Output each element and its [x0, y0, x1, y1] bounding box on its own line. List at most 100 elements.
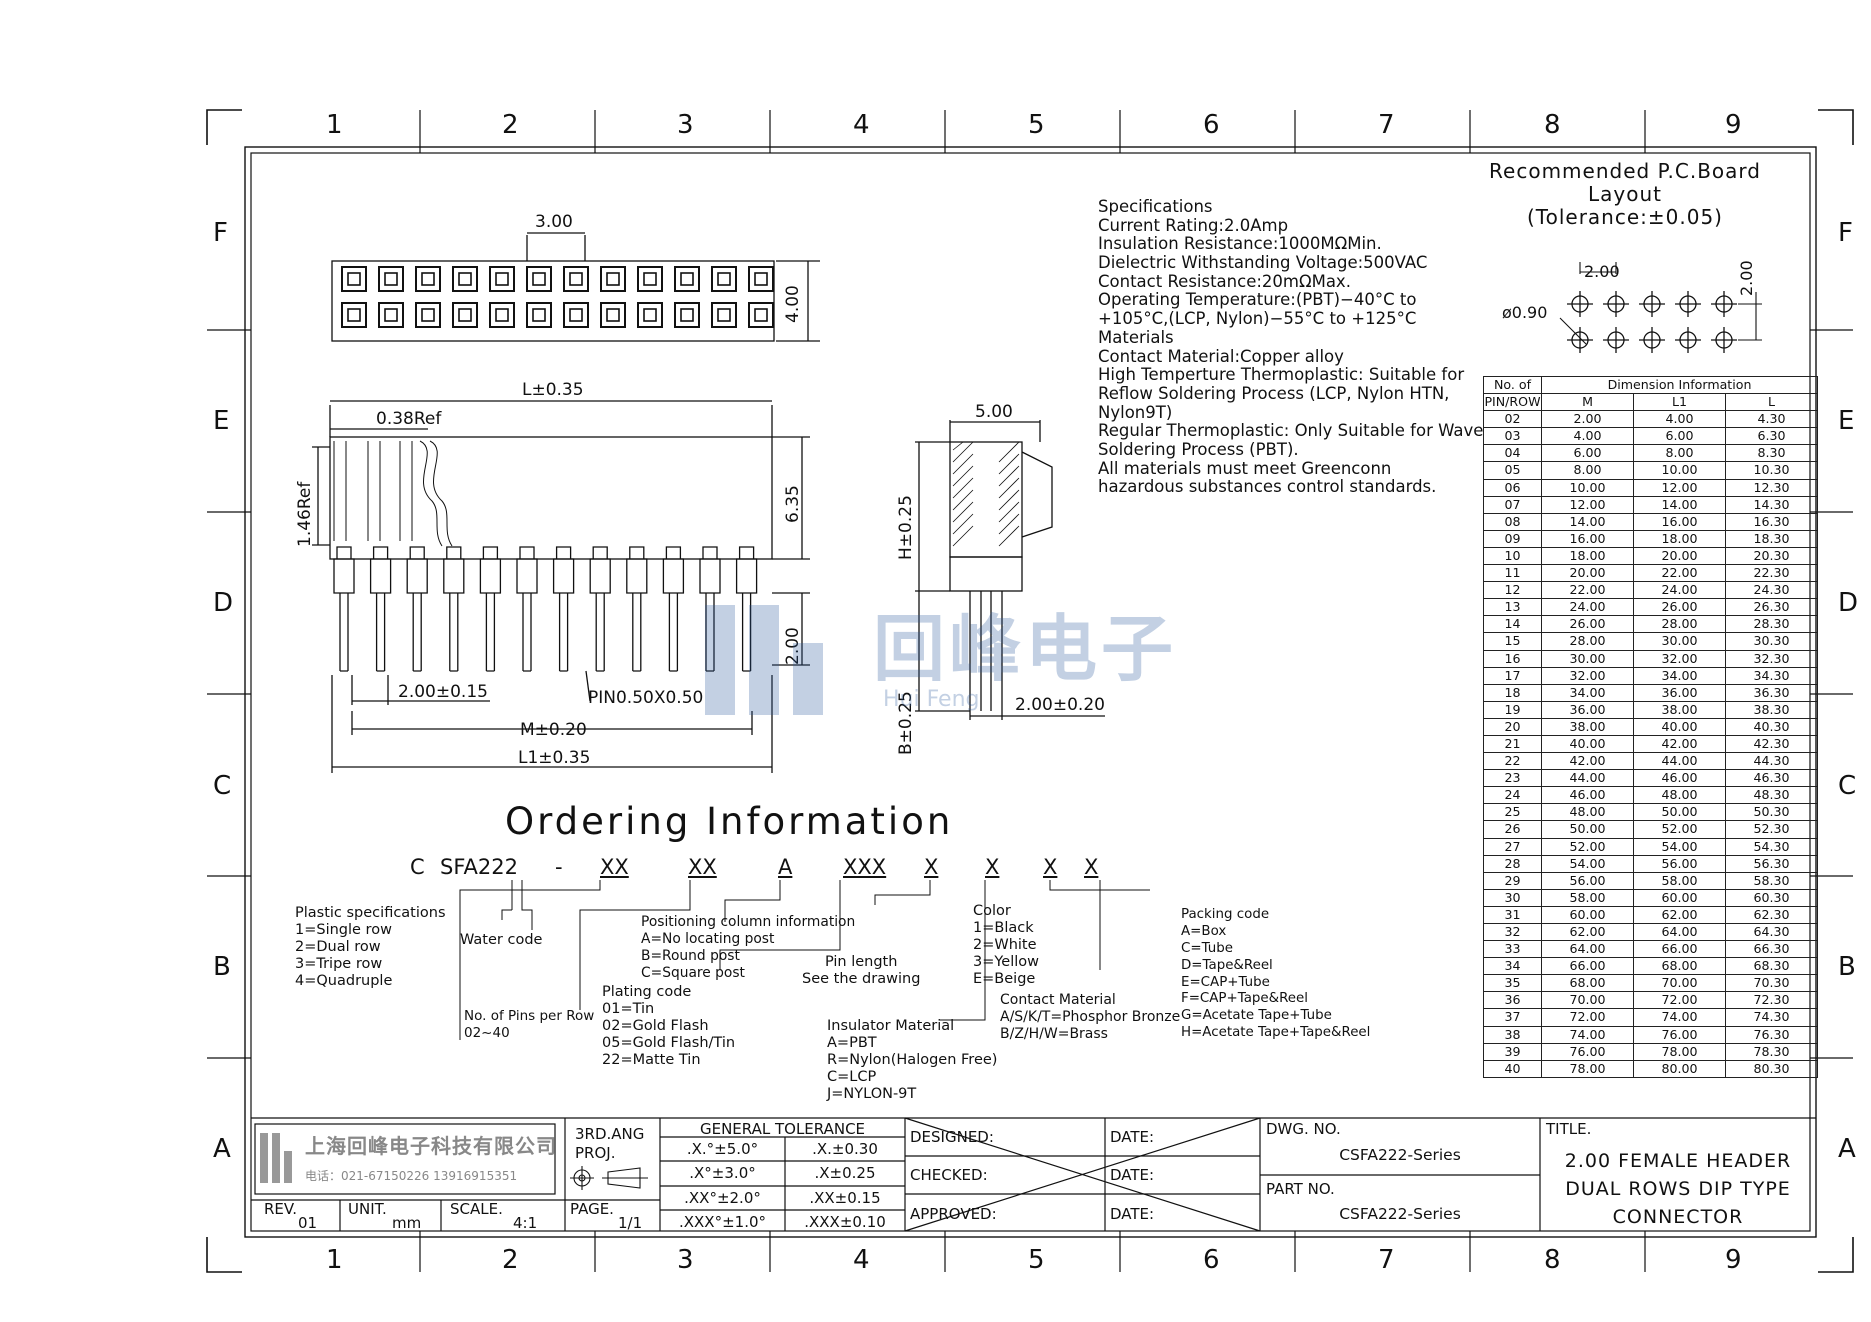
table-cell: 26.30 — [1724, 598, 1819, 617]
table-cell: 44.00 — [1541, 769, 1634, 788]
table-cell: 14.00 — [1633, 495, 1726, 514]
side-pitch-dim: 2.00±0.20 — [1015, 695, 1105, 715]
spec-line: Reflow Soldering Process (LCP, Nylon HTN… — [1098, 383, 1450, 403]
table-cell: 13 — [1483, 598, 1542, 617]
date-label-3: DATE: — [1110, 1205, 1155, 1223]
spec-line: Materials — [1098, 327, 1174, 347]
zone-column-label: 1 — [326, 1245, 343, 1275]
ord-water: Water code — [460, 932, 543, 948]
table-cell: 78.00 — [1541, 1059, 1634, 1078]
part-value: CSFA222-Series — [1339, 1205, 1461, 1223]
order-code-part: - — [555, 855, 563, 879]
top-height-dim: 4.00 — [783, 285, 803, 323]
zone-row-label: C — [213, 771, 232, 801]
zone-row-label: D — [213, 588, 234, 618]
ord-color-line: E=Beige — [973, 970, 1036, 987]
date-label-2: DATE: — [1110, 1166, 1155, 1184]
spec-line: Contact Resistance:20mΩMax. — [1098, 271, 1351, 291]
length-L-dim: L±0.35 — [522, 380, 584, 400]
table-cell: 40.00 — [1541, 734, 1634, 754]
pcb-layout-title: Recommended P.C.Board Layout (Tolerance:… — [1450, 160, 1800, 229]
table-cell: 14 — [1483, 615, 1542, 634]
ord-plating-line: 01=Tin — [602, 1000, 655, 1017]
zone-row-label: C — [1838, 771, 1857, 801]
table-cell: 24.30 — [1724, 581, 1819, 600]
table-cell: 11 — [1483, 564, 1542, 583]
table-cell: 28.30 — [1724, 615, 1819, 634]
ord-packing-line: G=Acetate Tape+Tube — [1181, 1008, 1332, 1024]
table-cell: 64.00 — [1541, 940, 1634, 959]
ord-pinlength-line: See the drawing — [802, 970, 921, 987]
table-cell: 28.00 — [1541, 632, 1634, 651]
order-code-part: A — [778, 855, 793, 879]
proj-line2: PROJ. — [575, 1144, 616, 1162]
table-cell: 16.00 — [1633, 512, 1726, 531]
ord-positioning-line: Positioning column information — [641, 914, 856, 930]
zone-row-label: E — [213, 406, 230, 436]
table-cell: 36 — [1483, 991, 1542, 1010]
table-cell: 72.30 — [1724, 991, 1819, 1010]
table-cell: 31 — [1483, 905, 1542, 925]
table-cell: 44.00 — [1633, 752, 1726, 771]
zone-column-label: 9 — [1725, 1245, 1742, 1275]
zone-row-label: E — [1838, 406, 1855, 436]
ord-insulator-line: A=PBT — [827, 1034, 877, 1051]
pcb-hole-dia: ø0.90 — [1502, 303, 1547, 322]
table-cell: 36.30 — [1724, 683, 1819, 702]
pin-cavity — [637, 302, 663, 328]
pin-cavity — [415, 266, 441, 292]
spec-line: Dielectric Withstanding Voltage:500VAC — [1098, 253, 1428, 273]
company-name: 上海回峰电子科技有限公司 — [305, 1134, 557, 1158]
table-cell: 70.00 — [1633, 974, 1726, 993]
spec-heading: Specifications — [1098, 197, 1213, 216]
order-code-part: SFA222 — [440, 855, 518, 879]
ref-038-dim: 0.38Ref — [376, 409, 442, 429]
pcb-pitch-h: 2.00 — [1584, 262, 1620, 281]
pcb-tolerance: (Tolerance:±0.05) — [1526, 205, 1723, 229]
table-cell: 22.30 — [1724, 564, 1819, 583]
side-width-dim: 5.00 — [975, 402, 1013, 422]
table-cell: 50.00 — [1633, 803, 1726, 822]
table-cell: 29 — [1483, 871, 1542, 890]
ord-plastic-line: 3=Tripe row — [295, 955, 383, 972]
pin — [552, 546, 575, 672]
pin-cavity — [415, 302, 441, 328]
order-code-part: XXX — [843, 855, 887, 879]
table-cell: 38 — [1483, 1025, 1542, 1044]
ord-color-line: Color — [973, 903, 1011, 919]
table-cell: 52.00 — [1541, 837, 1634, 856]
table-cell: 38.00 — [1633, 700, 1726, 719]
table-cell: 74.00 — [1541, 1025, 1634, 1044]
table-cell: 52.30 — [1724, 820, 1819, 839]
table-cell: 8.30 — [1724, 444, 1819, 463]
checked-label: CHECKED: — [910, 1166, 988, 1184]
zone-column-label: 6 — [1203, 110, 1220, 140]
approved-label: APPROVED: — [910, 1205, 997, 1223]
ord-packing-line: Packing code — [1181, 907, 1270, 922]
tolerance-cell: .X.°±5.0° — [686, 1140, 759, 1158]
zone-column-label: 8 — [1544, 110, 1561, 140]
tolerance-title: GENERAL TOLERANCE — [699, 1120, 866, 1138]
table-cell: 05 — [1483, 461, 1542, 480]
pin — [699, 546, 721, 672]
pin-cavity — [600, 266, 626, 292]
table-cell: 26.00 — [1541, 615, 1634, 634]
head-L: L — [1724, 393, 1819, 412]
part-label: PART NO. — [1266, 1180, 1335, 1198]
table-cell: 8.00 — [1541, 461, 1634, 480]
title-label: TITLE. — [1546, 1120, 1592, 1138]
table-cell: 60.30 — [1724, 888, 1819, 907]
